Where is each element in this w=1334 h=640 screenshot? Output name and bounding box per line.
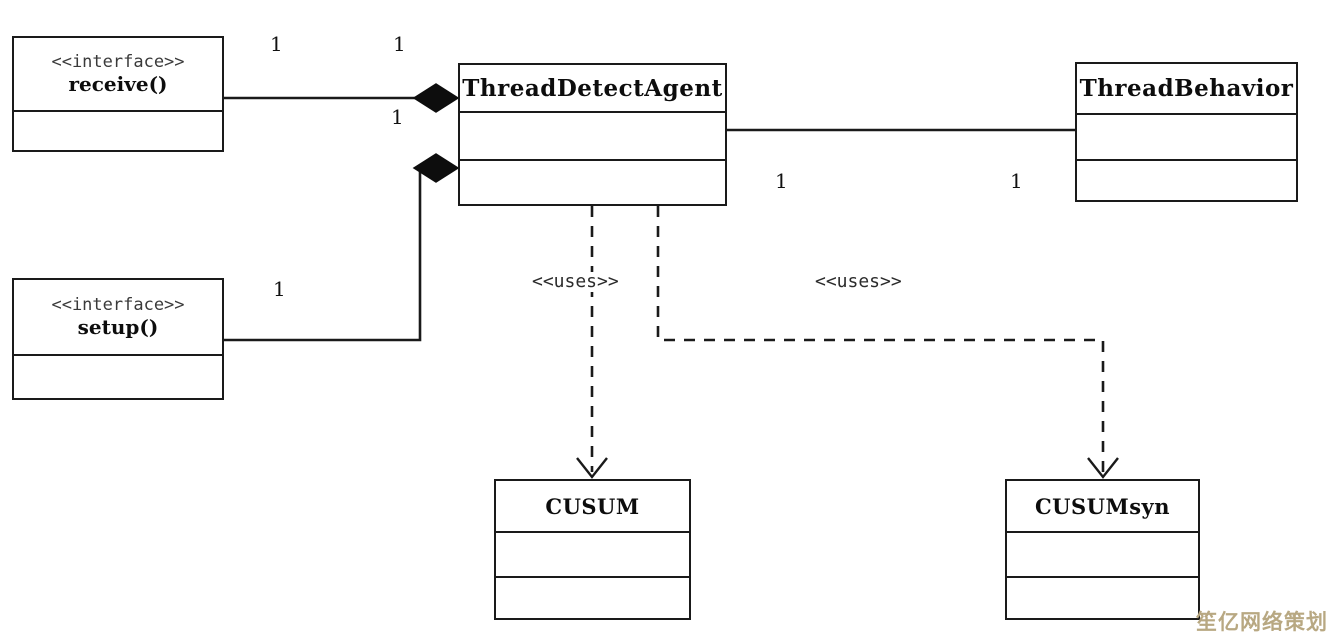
dependency-label-uses-cusum: <<uses>> <box>529 272 622 292</box>
multiplicity-setup-source: 1 <box>273 277 286 301</box>
association-setup-to-agent <box>224 168 422 342</box>
dependency-arrowhead-cusumsyn <box>1087 457 1119 479</box>
multiplicity-receive-target: 1 <box>393 32 406 56</box>
interface-box-setup[interactable]: <<interface>> setup() <box>12 278 224 400</box>
class-attributes-compartment <box>496 531 689 576</box>
multiplicity-setup-target: 1 <box>391 105 404 129</box>
class-name-cusumsyn: CUSUMsyn <box>1034 493 1171 519</box>
composition-diamond-setup <box>412 153 460 183</box>
dependency-label-uses-cusumsyn: <<uses>> <box>812 272 905 292</box>
class-attributes-compartment <box>1077 113 1296 159</box>
class-box-cusum[interactable]: CUSUM <box>494 479 691 620</box>
interface-receive-header: <<interface>> receive() <box>14 38 222 110</box>
class-title-compartment: CUSUMsyn <box>1007 481 1198 531</box>
interface-box-receive[interactable]: <<interface>> receive() <box>12 36 224 152</box>
class-box-thread-detect-agent[interactable]: ThreadDetectAgent <box>458 63 727 206</box>
composition-diamond-receive <box>412 83 460 113</box>
class-box-cusumsyn[interactable]: CUSUMsyn <box>1005 479 1200 620</box>
class-operations-compartment <box>1007 576 1198 618</box>
watermark-text: 笙亿网络策划 <box>1196 610 1328 634</box>
class-box-thread-behavior[interactable]: ThreadBehavior <box>1075 62 1298 202</box>
class-title-compartment: ThreadDetectAgent <box>460 65 725 111</box>
dependency-arrowhead-cusum <box>576 457 608 479</box>
class-attributes-compartment <box>1007 531 1198 576</box>
class-title-compartment: CUSUM <box>496 481 689 531</box>
class-attributes-compartment <box>460 111 725 159</box>
multiplicity-agent-behavior-source: 1 <box>775 169 788 193</box>
class-operations-compartment <box>460 159 725 204</box>
class-operations-compartment <box>1077 159 1296 200</box>
class-title-compartment: ThreadBehavior <box>1077 64 1296 113</box>
multiplicity-receive-source: 1 <box>270 32 283 56</box>
class-operations-compartment <box>496 576 689 618</box>
class-name-thread-behavior: ThreadBehavior <box>1079 75 1294 102</box>
interface-receive-body <box>14 110 222 150</box>
stereotype-label: <<interface>> <box>51 51 185 72</box>
multiplicity-agent-behavior-target: 1 <box>1010 169 1023 193</box>
class-name-thread-detect-agent: ThreadDetectAgent <box>462 74 723 102</box>
interface-setup-header: <<interface>> setup() <box>14 280 222 354</box>
interface-operation-setup: setup() <box>77 314 159 339</box>
interface-setup-body <box>14 354 222 398</box>
class-name-cusum: CUSUM <box>545 493 640 519</box>
stereotype-label: <<interface>> <box>51 294 185 315</box>
interface-operation-receive: receive() <box>68 71 168 96</box>
dependency-agent-to-cusumsyn <box>656 206 1105 472</box>
